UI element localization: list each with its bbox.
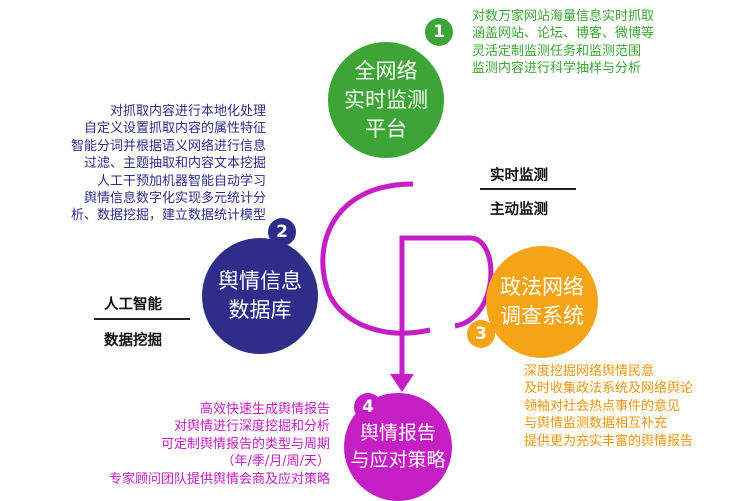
node-3-description-line: 及时收集政法系统及网络舆论 (524, 381, 694, 397)
connector-loop-right (399, 235, 494, 378)
node-2-description-line: 析、数据挖掘，建立数据统计模型 (70, 208, 266, 224)
node-2-circle: 舆情信息 数据库 (202, 238, 318, 354)
node-2-description: 对抓取内容进行本地化处理 自定义设置抓取内容的属性特征 智能分词并根据语义网络进… (40, 103, 266, 225)
node-3-number-badge: 3 (467, 320, 495, 348)
node-4-title-line: 舆情报告 (359, 422, 436, 444)
node-4-description-line: 对舆情进行深度挖掘和分析 (173, 419, 330, 435)
node-2-title-line: 舆情信息 (218, 269, 302, 293)
node-3-circle: 政法网络 调查系统 (486, 246, 598, 358)
node-1-title-line: 平台 (365, 116, 407, 141)
node-3-description-line: 与舆情监测数据相互补充 (524, 416, 668, 432)
node-3-description-line: 深度挖掘网络舆情民意 (524, 364, 655, 379)
node-2-title-line: 数据库 (228, 298, 292, 322)
node-4-number-badge: 4 (354, 393, 382, 421)
label-realtime-monitoring: 实时监测 (490, 168, 548, 184)
divider-left (94, 318, 190, 320)
connector-arrow-head (390, 374, 414, 392)
node-1-description-line: 监测内容进行科学抽样与分析 (472, 61, 642, 77)
node-3-description-line: 领袖对社会热点事件的意见 (524, 398, 681, 414)
node-1-title-line: 全网络 (354, 58, 418, 83)
node-3-title-line: 政法网络 (500, 275, 584, 299)
node-2-description-line: 过滤、主题抽取和内容文本挖掘 (83, 156, 266, 172)
node-4-description-line: 高效快速生成舆情报告 (199, 402, 330, 417)
node-4-description-line: （年/季/月/周/天） (221, 454, 330, 470)
node-2-description-line: 自定义设置抓取内容的属性特征 (83, 121, 266, 137)
node-1-description-line: 对数万家网站海量信息实时抓取 (472, 9, 655, 24)
node-1-number-badge: 1 (425, 18, 453, 46)
node-2-number-badge: 2 (268, 218, 296, 246)
divider-right (480, 188, 576, 190)
node-2-description-line: 人工干预加机器智能自动学习 (96, 173, 266, 189)
node-2-description-line: 对抓取内容进行本地化处理 (109, 104, 266, 119)
node-4-title-line: 与应对策略 (350, 449, 446, 471)
node-1-description-line: 涵盖网站、论坛、博客、微博等 (472, 26, 655, 42)
node-4-description: 高效快速生成舆情报告 对舆情进行深度挖掘和分析 可定制舆情报告的类型与周期 （年… (80, 401, 330, 488)
node-4-description-line: 可定制舆情报告的类型与周期 (160, 436, 330, 452)
node-2-description-line: 智能分词并根据语义网络进行信息 (70, 138, 266, 154)
node-3-description: 深度挖掘网络舆情民意 及时收集政法系统及网络舆论 领袖对社会热点事件的意见 与舆… (524, 363, 693, 450)
node-1-circle: 全网络 实时监测 平台 (328, 42, 444, 158)
label-artificial-intelligence: 人工智能 (104, 297, 162, 313)
node-2-description-line: 舆情信息数字化实现多元统计分 (83, 191, 266, 207)
label-active-monitoring: 主动监测 (490, 202, 548, 218)
node-1-description-line: 灵活定制监测任务和监测范围 (472, 43, 642, 59)
node-4-description-line: 专家顾问团队提供舆情会商及应对策略 (108, 471, 330, 487)
node-3-description-line: 提供更为充实丰富的舆情报告 (524, 433, 694, 449)
node-3-title-line: 调查系统 (500, 304, 584, 328)
connector-arc-left (320, 181, 431, 336)
node-1-description: 对数万家网站海量信息实时抓取 涵盖网站、论坛、博客、微博等 灵活定制监测任务和监… (472, 8, 654, 78)
label-data-mining: 数据挖掘 (104, 333, 162, 349)
node-1-title-line: 实时监测 (344, 87, 428, 112)
